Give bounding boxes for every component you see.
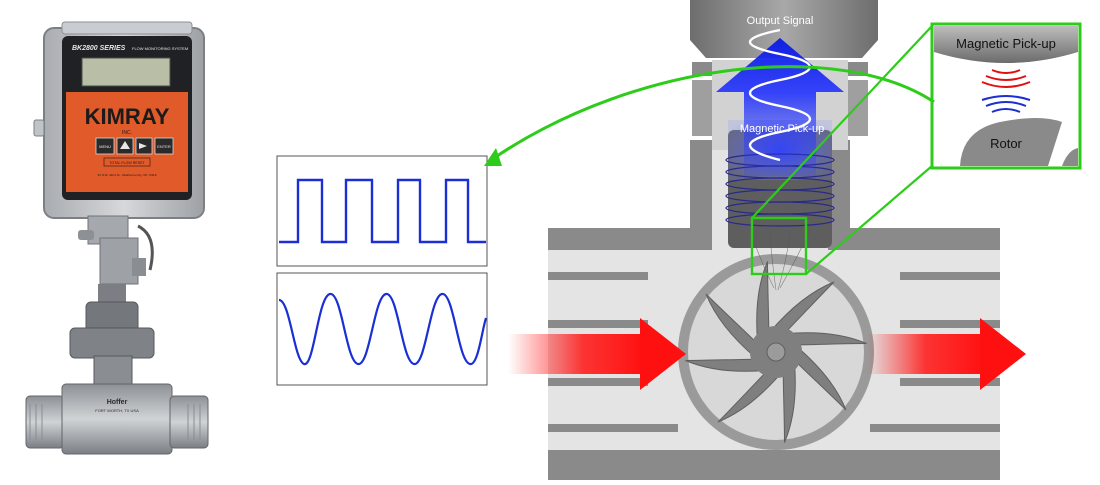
rib-right-top	[900, 272, 1000, 280]
zoom-rotor-edge	[1062, 148, 1078, 166]
zoom-pickup-face	[934, 26, 1078, 63]
rib-left-bottom	[548, 424, 678, 432]
brand-logo: KIMRAY	[85, 104, 170, 129]
meter-city-engraving: FORT WORTH, TX USA	[95, 408, 139, 413]
enter-button[interactable]	[154, 137, 174, 155]
output-signal-label: Output Signal	[747, 15, 814, 27]
rib-left-low	[548, 378, 648, 386]
zoom-rotor-label: Rotor	[990, 136, 1022, 151]
zoom-blue-waves	[981, 95, 1031, 113]
rib-right-bottom	[870, 424, 1000, 432]
focus-box	[750, 216, 808, 276]
cable-gland	[132, 258, 146, 276]
meter-brand-engraving: Hoffer	[107, 399, 128, 406]
signal-route-arrowhead	[484, 148, 502, 166]
enter-button-label: ENTER	[157, 144, 171, 149]
flow-arrow-out	[866, 318, 1026, 390]
signal-route-arrow	[493, 65, 935, 160]
device-series-label: BK2800 SERIES	[72, 45, 126, 52]
zoom-connector-top	[751, 25, 933, 219]
square-wave-frame	[276, 155, 488, 267]
rib-left-mid	[548, 320, 648, 328]
bracket-bolt-left	[78, 230, 94, 240]
enclosure-latch	[33, 119, 45, 137]
total-reset-box	[103, 157, 151, 167]
square-wave-plot	[276, 155, 488, 267]
lcd-display	[81, 57, 171, 87]
rib-left-top	[548, 272, 648, 280]
pickup-label: Magnetic Pick-up	[740, 123, 824, 135]
rotor-hub	[766, 342, 786, 362]
zoom-rotor-blade	[960, 118, 1062, 166]
right-arrow-icon	[139, 143, 147, 149]
total-reset-label: TOTAL FLOW RESET	[109, 161, 145, 165]
output-signal-wave	[748, 28, 812, 162]
rib-right-mid	[900, 320, 1000, 328]
stem-upper	[98, 284, 126, 304]
inlet-fitting	[25, 395, 65, 449]
brand-sub: INC.	[122, 130, 132, 136]
device-address: 52 N.W. 42nd St., Oklahoma City, OK 7311…	[98, 173, 157, 177]
stem-lower	[93, 355, 133, 387]
menu-button-label: MENU	[99, 144, 111, 149]
menu-button[interactable]	[95, 137, 115, 155]
device-system-label: FLOW MONITORING SYSTEM	[132, 46, 188, 51]
zoom-inset: Magnetic Pick-up Rotor	[930, 22, 1082, 170]
sensor-cable	[137, 224, 154, 271]
zoom-connector-bottom	[805, 165, 933, 275]
device-lid-top	[61, 21, 193, 35]
turbine-body	[61, 383, 173, 455]
square-wave-trace	[279, 178, 486, 244]
up-arrow-icon	[120, 141, 130, 149]
sine-wave-plot	[276, 272, 488, 386]
sensor-housing-top	[690, 0, 878, 58]
zoom-red-waves	[981, 69, 1031, 88]
union-body	[69, 327, 155, 359]
turbine-rotor	[685, 261, 867, 443]
bracket-plate	[99, 237, 139, 285]
flow-meter-device: BK2800 SERIES FLOW MONITORING SYSTEM KIM…	[25, 21, 209, 455]
sine-wave-frame	[276, 272, 488, 386]
flow-arrow-in	[508, 318, 686, 390]
zoom-pickup-label: Magnetic Pick-up	[956, 36, 1056, 51]
sine-wave-trace	[278, 292, 488, 366]
outlet-fitting	[169, 395, 209, 449]
rib-right-low	[900, 378, 1000, 386]
